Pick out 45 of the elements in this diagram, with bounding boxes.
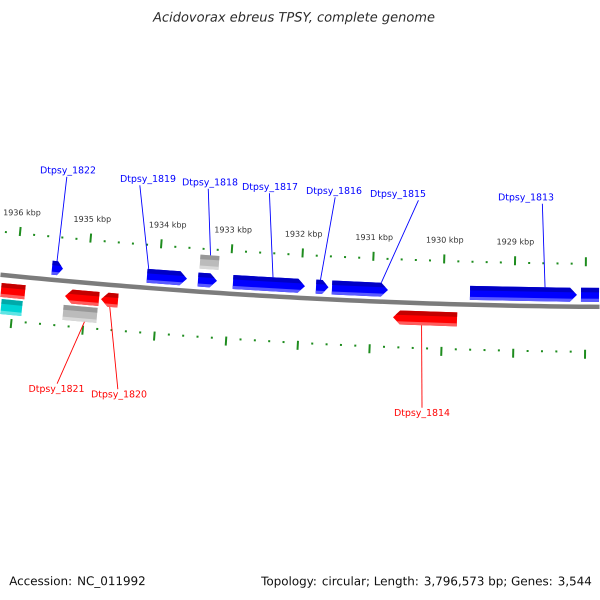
gene-box [200, 254, 220, 270]
gene-bar [232, 275, 305, 293]
gene-label: Dtpsy_1818 [182, 178, 238, 188]
gene-label: Dtpsy_1814 [394, 408, 450, 418]
tick-label: 1932 kbp [286, 230, 322, 238]
tick-label: 1935 kbp [74, 216, 111, 224]
gene-bar [146, 268, 187, 286]
gene-box [62, 304, 98, 323]
gene-bar [101, 292, 119, 308]
leader-line [320, 196, 336, 280]
leader-line [208, 188, 211, 256]
gene-label: Dtpsy_1816 [306, 186, 362, 196]
gene-box [0, 282, 26, 300]
leader-line [380, 200, 419, 284]
gene-label: Dtpsy_1819 [120, 174, 176, 184]
gene-label: Dtpsy_1821 [29, 384, 84, 394]
tick-label: 1930 kbp [426, 236, 464, 244]
gene-box [0, 299, 23, 316]
gene-label: Dtpsy_1822 [40, 166, 96, 176]
gene-label: Dtpsy_1820 [92, 390, 146, 400]
leader-line [268, 192, 274, 278]
tick-label: 1933 kbp [215, 226, 252, 234]
gene-bar [332, 280, 388, 297]
gene-bar [198, 272, 217, 288]
tick-label: 1934 kbp [150, 221, 186, 230]
leader-line [139, 184, 150, 270]
footer-note: Accession: NC_011992 [9, 576, 144, 588]
leader-line [56, 176, 68, 262]
gene-label: Dtpsy_1817 [242, 182, 298, 192]
title: Acidovorax ebreus TPSY, complete genome [152, 12, 434, 24]
gene-box [580, 288, 600, 302]
leader-line [56, 321, 85, 384]
leader-line [109, 306, 118, 390]
tick-label: 1929 kbp [497, 238, 534, 246]
footer-note: Topology: circular; Length: 3,796,573 bp; Genes: 3,544 [261, 576, 592, 588]
tick-label: 1936 kbp [4, 209, 40, 217]
leader-line [421, 324, 422, 408]
tick-label: 1931 kbp [356, 234, 393, 242]
gene-bar [393, 310, 458, 326]
leader-line [542, 203, 546, 288]
gene-bar [316, 280, 328, 294]
gene-bar [51, 260, 63, 276]
gene-label: Dtpsy_1813 [498, 193, 554, 203]
gene-bar [470, 286, 577, 302]
gene-label: Dtpsy_1815 [370, 190, 426, 200]
